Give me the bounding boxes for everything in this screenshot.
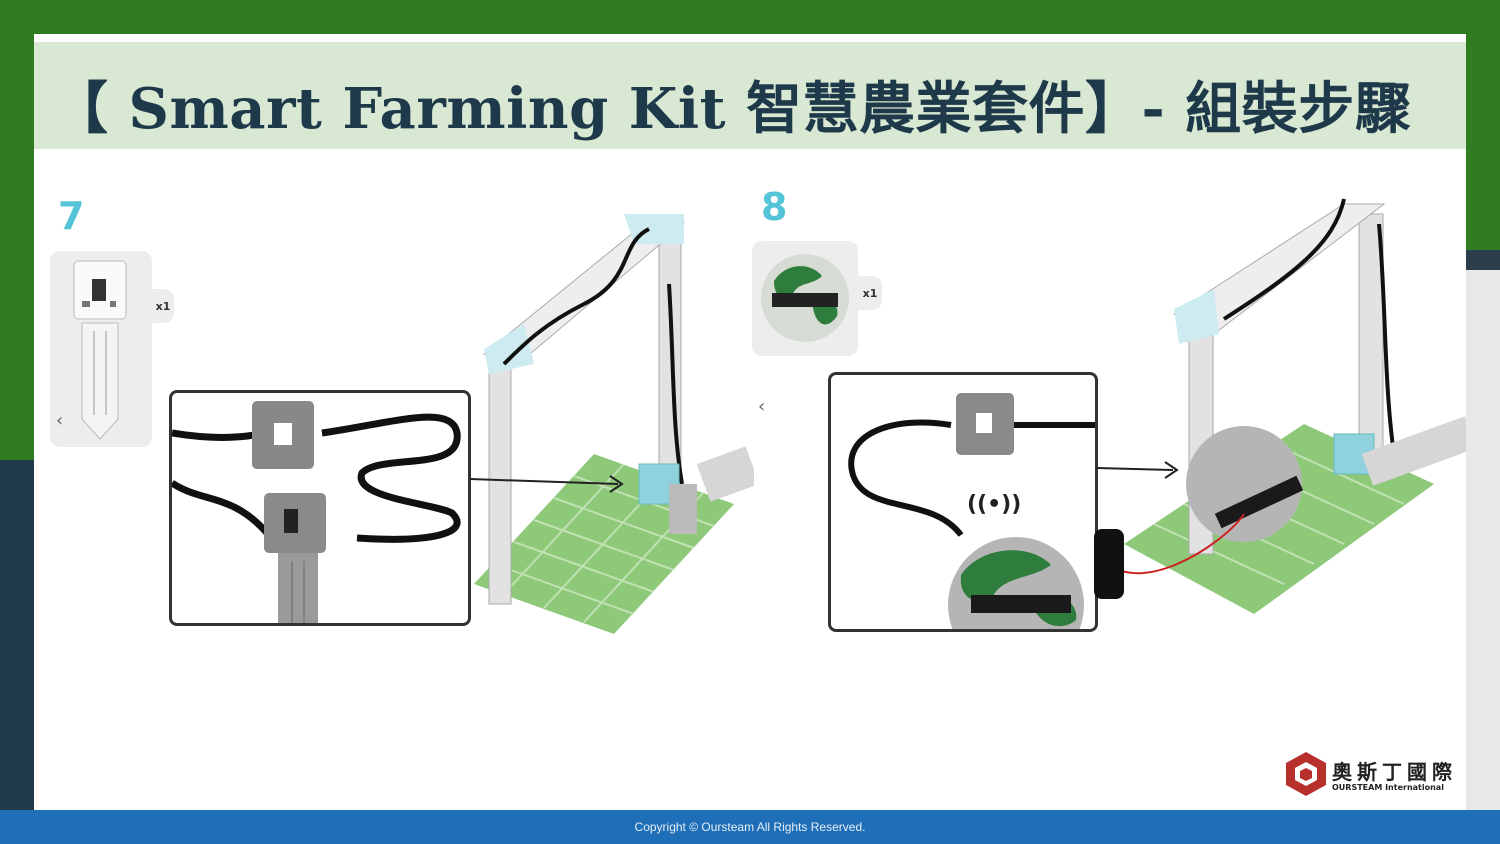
logo-name-chinese: 奧斯丁國際 bbox=[1332, 760, 1457, 784]
part-card-moisture-sensor bbox=[50, 251, 152, 447]
background-right-light bbox=[1466, 270, 1500, 830]
part-quantity-7: x1 bbox=[152, 289, 174, 323]
logo-cube-icon bbox=[1286, 752, 1326, 796]
moisture-sensor-icon bbox=[73, 260, 127, 440]
title-bar: 【 Smart Farming Kit 智慧農業套件】- 組裝步驟 bbox=[34, 42, 1466, 149]
logo-name-english: OURSTEAM International bbox=[1332, 783, 1444, 792]
step-8-assembly-illustration bbox=[1094, 198, 1466, 614]
step-7-pointer-arrow bbox=[470, 475, 624, 493]
step-8-pointer-arrow bbox=[1097, 461, 1179, 479]
copyright-text: Copyright © Oursteam All Rights Reserved… bbox=[634, 820, 866, 834]
part-card-microbit-board bbox=[752, 241, 858, 356]
slide: 【 Smart Farming Kit 智慧農業套件】- 組裝步驟 7 x1 ‹ bbox=[34, 34, 1466, 810]
part-quantity-8: x1 bbox=[858, 276, 882, 310]
microbit-board-icon bbox=[761, 254, 849, 342]
prev-arrow-step-8[interactable]: ‹ bbox=[758, 396, 766, 417]
step-7-assembly-illustration bbox=[474, 214, 754, 634]
background-left-band bbox=[0, 460, 40, 844]
step-number-7: 7 bbox=[58, 194, 85, 238]
page-title: 【 Smart Farming Kit 智慧農業套件】- 組裝步驟 bbox=[52, 76, 1412, 142]
svg-text:((•)): ((•)) bbox=[967, 492, 1021, 517]
step-7-zoom-detail bbox=[169, 390, 471, 626]
step-8-zoom-detail: ((•)) bbox=[828, 372, 1098, 632]
footer: Copyright © Oursteam All Rights Reserved… bbox=[0, 810, 1500, 844]
step-number-8: 8 bbox=[761, 185, 788, 229]
company-logo: 奧斯丁國際 OURSTEAM International bbox=[1284, 750, 1464, 800]
prev-arrow-step-7[interactable]: ‹ bbox=[56, 410, 64, 431]
